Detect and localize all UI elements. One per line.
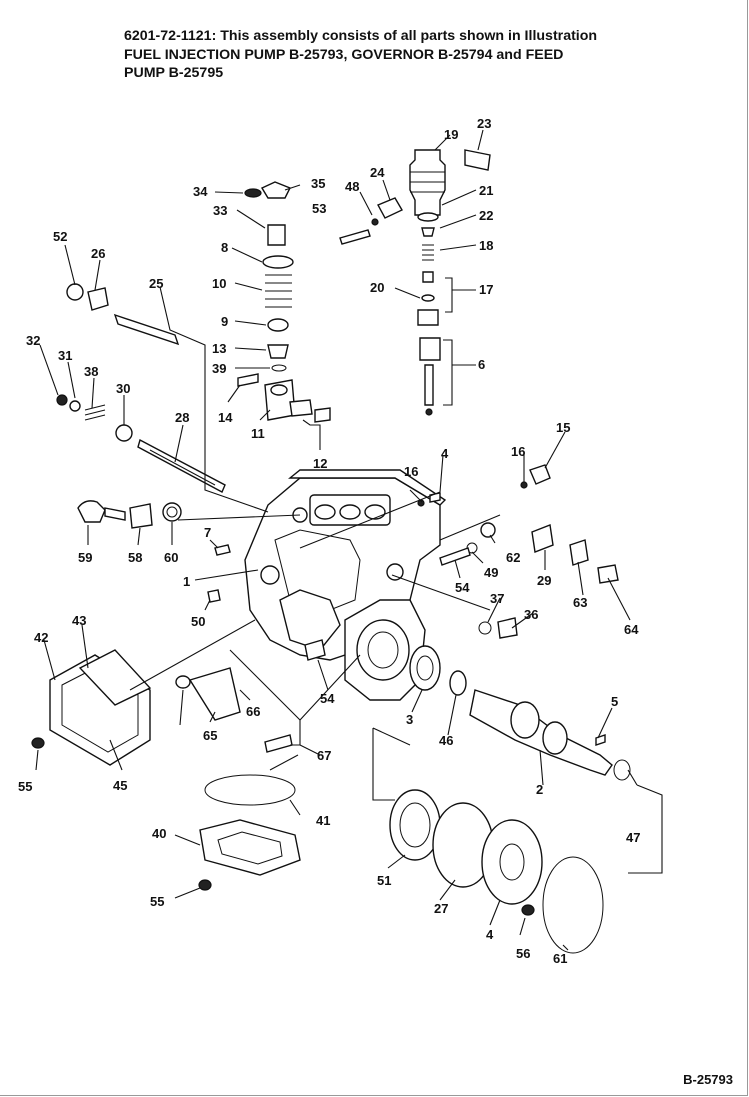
part-label: 67 <box>317 748 331 763</box>
part-label: 65 <box>203 728 217 743</box>
part-label: 60 <box>164 550 178 565</box>
part-label: 16 <box>404 464 418 479</box>
part-label: 2 <box>536 782 543 797</box>
part-label: 56 <box>516 946 530 961</box>
part-label: 47 <box>626 830 640 845</box>
part-label: 42 <box>34 630 48 645</box>
part-label: 16 <box>511 444 525 459</box>
part-label: 19 <box>444 127 458 142</box>
delivery-valve-stack <box>377 149 491 416</box>
part-label: 4 <box>486 927 494 942</box>
part-label: 9 <box>221 314 228 329</box>
part-label: 37 <box>490 591 504 606</box>
part-label: 52 <box>53 229 67 244</box>
part-label: 8 <box>221 240 228 255</box>
camshaft-group <box>389 645 631 954</box>
part-label: 39 <box>212 361 226 376</box>
description-line-3: PUMP B-25795 <box>124 65 224 81</box>
part-label: 10 <box>212 276 226 291</box>
part-label: 63 <box>573 595 587 610</box>
part-label: 34 <box>193 184 208 199</box>
part-label: 64 <box>624 622 639 637</box>
part-label: 24 <box>370 165 385 180</box>
part-label: 51 <box>377 873 391 888</box>
part-label: 7 <box>204 525 211 540</box>
part-label: 14 <box>218 410 233 425</box>
part-label: 31 <box>58 348 72 363</box>
part-label: 25 <box>149 276 163 291</box>
part-label: 66 <box>246 704 260 719</box>
part-label: 59 <box>78 550 92 565</box>
part-label: 11 <box>251 426 265 441</box>
control-rod-group <box>56 283 226 529</box>
part-label: 12 <box>313 456 327 471</box>
part-label: 4 <box>441 446 449 461</box>
part-label: 17 <box>479 282 493 297</box>
part-label: 54 <box>320 691 335 706</box>
part-label: 50 <box>191 614 205 629</box>
part-label: 45 <box>113 778 127 793</box>
part-label: 1 <box>183 574 190 589</box>
part-label: 35 <box>311 176 325 191</box>
part-label: 58 <box>128 550 142 565</box>
description-line-2: FUEL INJECTION PUMP B-25793, GOVERNOR B-… <box>124 46 564 63</box>
assembly-description: 6201-72-1121: This assembly consists of … <box>124 27 684 83</box>
part-label: 20 <box>370 280 384 295</box>
inspection-covers <box>31 649 301 891</box>
part-label: 40 <box>152 826 166 841</box>
part-label: 61 <box>553 951 567 966</box>
part-label: 27 <box>434 901 448 916</box>
part-label: 26 <box>91 246 105 261</box>
part-label: 21 <box>479 183 493 198</box>
control-sleeve-stack <box>237 181 379 423</box>
part-label: 53 <box>312 201 326 216</box>
part-label: 18 <box>479 238 493 253</box>
part-label: 33 <box>213 203 227 218</box>
part-labels: 1 2 3 4 5 6 7 8 9 10 11 12 13 14 15 16 1… <box>18 116 640 966</box>
part-label: 43 <box>72 613 86 628</box>
part-label: 55 <box>18 779 32 794</box>
part-label: 5 <box>611 694 618 709</box>
part-label: 49 <box>484 565 498 580</box>
part-label: 13 <box>212 341 226 356</box>
part-label: 54 <box>455 580 470 595</box>
part-label: 62 <box>506 550 520 565</box>
part-label: 15 <box>556 420 570 435</box>
part-label: 23 <box>477 116 491 131</box>
part-label: 41 <box>316 813 330 828</box>
description-line-1: 6201-72-1121: This assembly consists of … <box>124 28 598 44</box>
part-label: 36 <box>524 607 538 622</box>
part-label: 38 <box>84 364 98 379</box>
part-label: 3 <box>406 712 413 727</box>
part-label: 28 <box>175 410 189 425</box>
part-label: 46 <box>439 733 453 748</box>
part-label: 29 <box>537 573 551 588</box>
part-label: 6 <box>478 357 485 372</box>
illustration-code: B-25793 <box>683 1072 733 1087</box>
part-label: 30 <box>116 381 130 396</box>
small-parts <box>175 481 606 753</box>
right-fittings <box>439 464 619 639</box>
part-label: 55 <box>150 894 164 909</box>
part-label: 48 <box>345 179 359 194</box>
leader-lines <box>35 129 663 951</box>
part-label: 22 <box>479 208 493 223</box>
part-label: 32 <box>26 333 40 348</box>
